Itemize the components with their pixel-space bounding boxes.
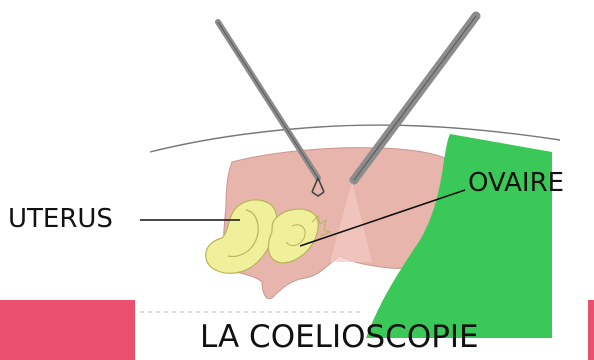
ovaire-label: OVAIRE xyxy=(468,170,564,196)
banner-pink-right xyxy=(588,300,594,360)
banner-pink-left xyxy=(0,300,135,360)
uterus-label: UTERUS xyxy=(8,206,113,232)
diagram-caption: LA COELIOSCOPIE xyxy=(200,322,479,353)
